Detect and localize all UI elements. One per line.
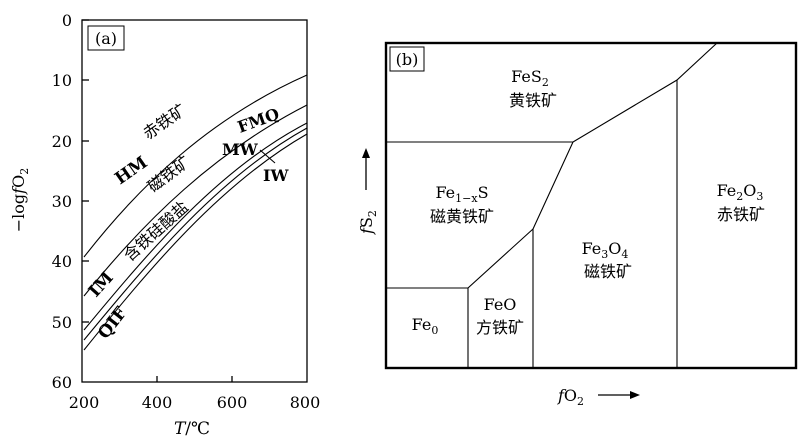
mw-buffer-curve <box>83 122 308 331</box>
wustite-label: 方铁矿 <box>476 318 524 337</box>
mw-buffer-label: MW <box>222 140 259 159</box>
qif-buffer-label: QIF <box>94 303 131 343</box>
x-tick-label: 600 <box>217 393 248 412</box>
panel-b-tag-box <box>389 46 425 72</box>
x-axis-title: T/℃ <box>174 419 210 439</box>
iw-leader-line <box>259 149 276 164</box>
panel-a-tag-box <box>87 25 125 51</box>
iw-buffer-label: IW <box>263 166 289 185</box>
panel-a: 0 10 20 30 40 50 60 200 400 600 800 −log… <box>9 11 320 439</box>
y-tick-label: 60 <box>52 373 72 392</box>
fmq-buffer-curve <box>83 104 308 297</box>
fe0-formula: Fe0 <box>412 315 439 337</box>
y-tick-label: 0 <box>62 11 72 30</box>
x-tick-label: 800 <box>290 393 321 412</box>
pyrrhotite-label: 磁黄铁矿 <box>430 207 494 226</box>
hematite-region-label: 赤铁矿 <box>139 100 189 143</box>
fo2-axis-label: fO2 <box>557 386 584 408</box>
silicate-region-label: 含铁硅酸盐 <box>120 197 192 265</box>
y-tick-label: 30 <box>52 192 72 211</box>
fes2-formula: FeS2 <box>511 67 549 89</box>
up-arrow-icon <box>362 148 370 158</box>
magnetite-region-label: 磁铁矿 <box>144 152 194 196</box>
fes2-upper-boundary-line <box>572 42 718 143</box>
panel-b: (b) FeS2 黄铁矿 Fe1−xS 磁黄铁矿 Fe3O4 磁铁矿 Fe2O3… <box>357 41 798 408</box>
qif-buffer-curve <box>83 133 308 351</box>
y-axis-ticks: 0 10 20 30 40 50 60 <box>52 11 89 392</box>
panel-a-tag: (a) <box>95 29 117 48</box>
y-axis-title: −logfO2 <box>9 168 31 232</box>
iw-buffer-curve <box>83 127 308 341</box>
x-axis-ticks: 200 400 600 800 <box>69 376 321 412</box>
y-tick-label: 20 <box>52 132 72 151</box>
panel-b-frame <box>384 41 798 370</box>
pyrite-label: 黄铁矿 <box>509 91 557 110</box>
hematite-label: 赤铁矿 <box>717 205 765 224</box>
fe1xs-formula: Fe1−xS <box>435 183 488 205</box>
y-tick-label: 10 <box>52 71 72 90</box>
fe2o3-formula: Fe2O3 <box>717 181 764 203</box>
x-tick-label: 400 <box>142 393 173 412</box>
x-tick-label: 200 <box>69 393 100 412</box>
y-tick-label: 40 <box>52 252 72 271</box>
hm-buffer-curve <box>83 74 308 258</box>
feo-formula: FeO <box>484 295 517 314</box>
panel-b-tag: (b) <box>396 50 419 69</box>
y-tick-label: 50 <box>52 313 72 332</box>
fe3o4-formula: Fe3O4 <box>582 239 629 261</box>
pyrrhotite-magnetite-boundary-line <box>532 141 574 368</box>
fs2-axis-label: fS2 <box>357 210 379 235</box>
magnetite-label: 磁铁矿 <box>584 262 632 281</box>
right-arrow-icon <box>630 391 640 399</box>
